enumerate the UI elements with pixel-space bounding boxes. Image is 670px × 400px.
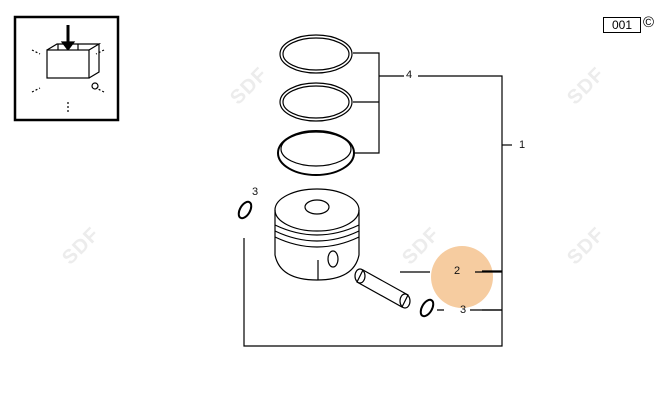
piston: [274, 188, 360, 281]
callout-1[interactable]: 1: [519, 139, 526, 151]
callout-3-right[interactable]: 3: [460, 304, 467, 316]
circlip-left: [237, 200, 253, 220]
ring-2: [279, 82, 353, 122]
callout-4[interactable]: 4: [406, 69, 413, 81]
piston-pin: [354, 268, 502, 309]
callout-2[interactable]: 2: [454, 265, 461, 277]
circlip-right: [419, 298, 435, 318]
callout-3-left[interactable]: 3: [252, 186, 259, 198]
engine-locator-icon: [13, 15, 120, 122]
callout-highlight: [431, 246, 493, 308]
ring-1: [279, 34, 353, 74]
page-number: 001: [603, 17, 641, 33]
copyright-icon: ©: [643, 14, 655, 31]
